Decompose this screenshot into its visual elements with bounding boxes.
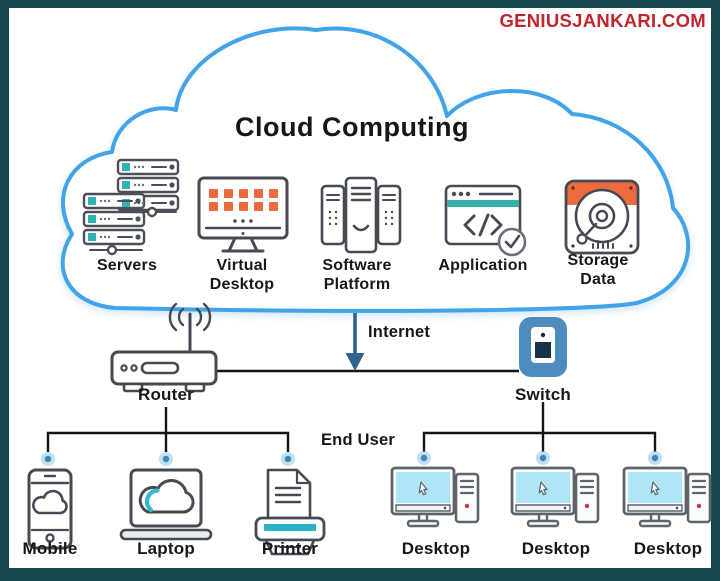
cloud-shape	[60, 26, 690, 313]
desktop-label: Desktop	[401, 539, 471, 558]
software-platform-icon	[318, 174, 404, 258]
application-icon	[440, 184, 532, 262]
desktop-icon	[510, 464, 602, 542]
mobile-label: Mobile	[22, 539, 78, 558]
internet-label: Internet	[368, 323, 431, 341]
servers-label: Servers	[96, 257, 158, 274]
desktop-label: Desktop	[633, 539, 703, 558]
laptop-icon	[118, 468, 214, 548]
site-watermark: GENIUSJANKARI.COM	[499, 10, 706, 31]
end-user-label: End User	[320, 431, 396, 449]
laptop-label: Laptop	[137, 539, 195, 558]
servers-icon	[82, 158, 182, 258]
internet-arrow	[345, 313, 365, 371]
connector-dots	[41, 451, 662, 466]
desktop-label: Desktop	[521, 539, 591, 558]
storage-data-icon	[563, 178, 641, 256]
router-icon	[108, 302, 220, 394]
mobile-icon	[26, 468, 74, 552]
software-platform-label: Software Platform	[322, 257, 392, 293]
application-label: Application	[438, 257, 528, 274]
router-label: Router	[138, 385, 194, 404]
switch-icon	[518, 316, 568, 378]
desktop-icon	[390, 464, 482, 542]
cloud-title: Cloud Computing	[235, 112, 469, 142]
switch-label: Switch	[515, 385, 571, 404]
printer-label: Printer	[261, 539, 319, 558]
virtual-desktop-label: Virtual Desktop	[209, 257, 275, 293]
router-branch-lines	[46, 407, 290, 452]
switch-branch-lines	[422, 402, 657, 452]
desktop-icon	[622, 464, 714, 542]
printer-icon	[252, 462, 328, 558]
virtual-desktop-icon	[196, 176, 290, 260]
storage-data-label: Storage Data	[567, 252, 629, 288]
